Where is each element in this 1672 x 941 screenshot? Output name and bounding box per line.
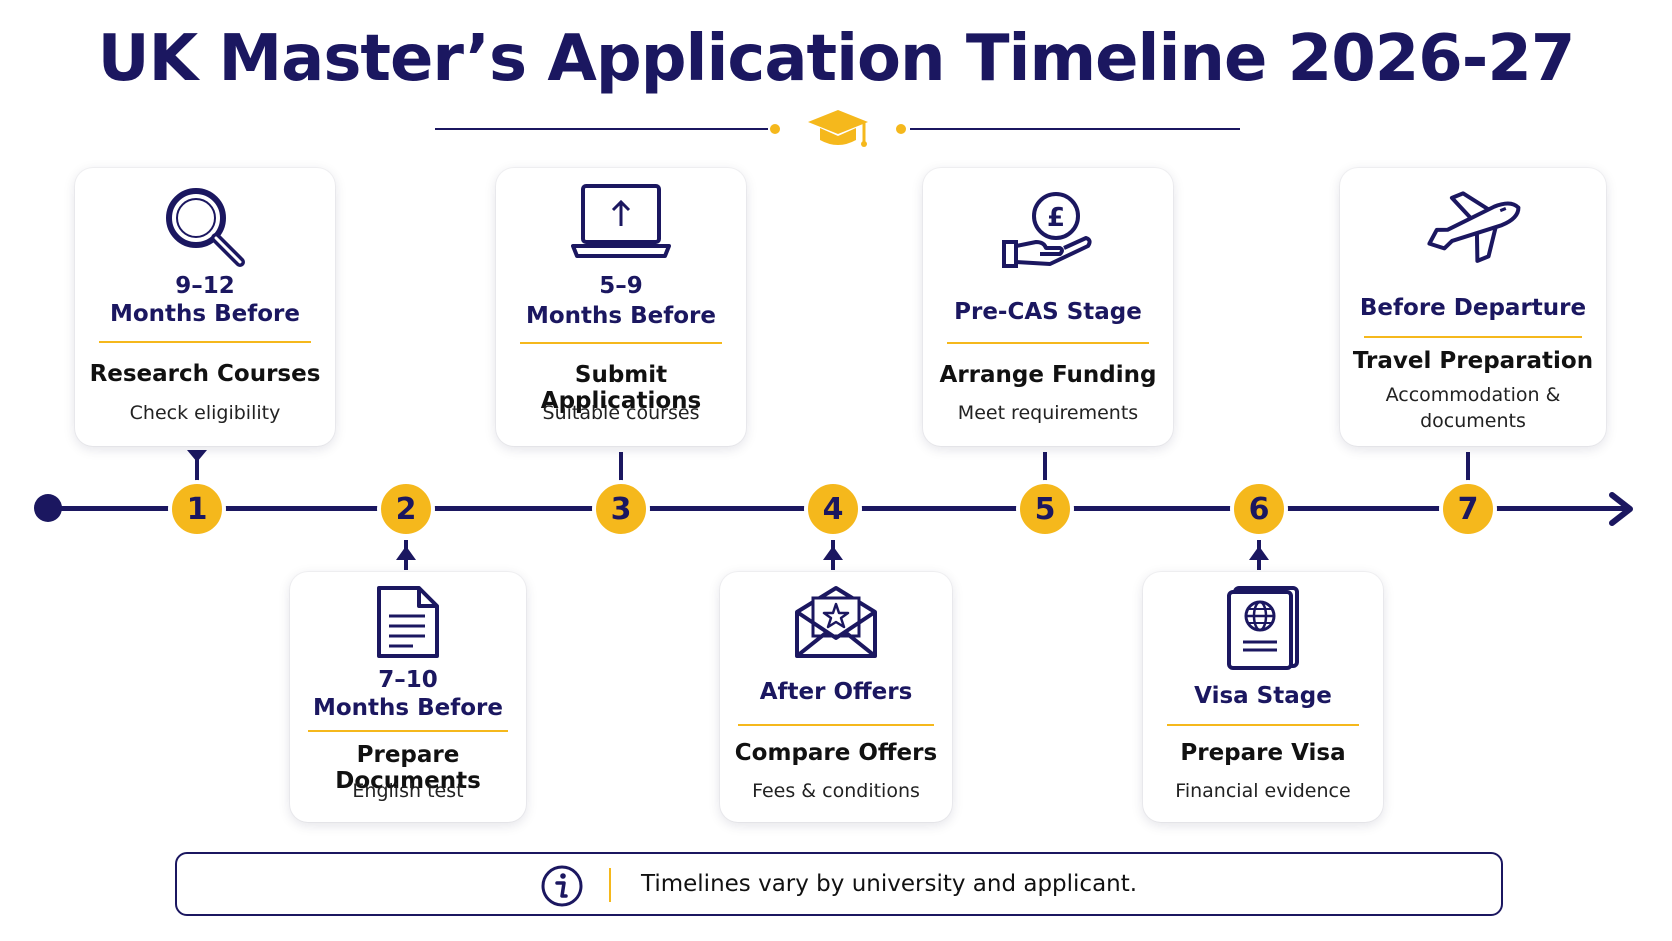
note-text: Timelines vary by university and applica…: [641, 871, 1138, 897]
step-rule-4: [738, 724, 934, 726]
step-node-6: 6: [1230, 480, 1288, 538]
step-rule-5: [947, 342, 1149, 344]
info-icon: [541, 865, 583, 907]
page-title: UK Master’s Application Timeline 2026-27: [97, 22, 1576, 96]
step-card-4: After Offers Compare Offers Fees & condi…: [720, 572, 952, 822]
step-card-6: Visa Stage Prepare Visa Financial eviden…: [1143, 572, 1383, 822]
laptop-upload-icon: [571, 184, 671, 258]
step-detail-2: English test: [352, 780, 464, 802]
connector-1: [195, 452, 199, 482]
connector-7: [1466, 452, 1470, 482]
step-rule-7: [1364, 336, 1582, 338]
step-when-7: Before Departure: [1359, 295, 1587, 321]
magnifier-icon: [166, 188, 245, 267]
step-rule-6: [1167, 724, 1359, 726]
document-icon: [377, 586, 439, 658]
connector-3: [619, 452, 623, 482]
connector-cap-1: [187, 450, 207, 462]
step-node-5: 5: [1016, 480, 1074, 538]
step-detail-7a: Accommodation &: [1385, 384, 1561, 406]
step-node-3: 3: [592, 480, 650, 538]
envelope-star-icon: [795, 586, 877, 658]
step-detail-1: Check eligibility: [129, 402, 281, 424]
step-detail-6: Financial evidence: [1175, 780, 1351, 802]
svg-text:£: £: [1047, 203, 1065, 233]
connector-cap-2: [396, 546, 416, 560]
step-detail-7b: documents: [1420, 410, 1526, 432]
pound-hand-icon: £: [1002, 192, 1092, 268]
step-when-5: Pre-CAS Stage: [954, 299, 1142, 325]
passport-icon: [1227, 586, 1299, 670]
note-separator: [609, 868, 611, 902]
step-task-5: Arrange Funding: [939, 362, 1157, 388]
step-card-2: 7–10 Months Before Prepare Documents Eng…: [290, 572, 526, 822]
step-node-1: 1: [168, 480, 226, 538]
note-box: Timelines vary by university and applica…: [175, 852, 1503, 916]
step-when-6: Visa Stage: [1194, 683, 1332, 709]
step-when-3b: Months Before: [525, 303, 716, 329]
connector-5: [1043, 452, 1047, 482]
step-task-4: Compare Offers: [734, 740, 938, 766]
step-task-2: Prepare Documents: [335, 742, 481, 794]
step-card-3: 5–9 Months Before Submit Applications Su…: [496, 168, 746, 446]
step-rule-3: [520, 342, 722, 344]
timeline-start-dot: [34, 494, 62, 522]
step-when-1a: 9–12: [175, 273, 235, 299]
step-rule-2: [308, 730, 508, 732]
step-detail-3: Suitable courses: [542, 402, 700, 424]
arrow-right-icon: [1609, 492, 1633, 526]
step-task-1: Research Courses: [89, 361, 321, 387]
step-task-3: Submit Applications: [540, 362, 702, 414]
step-task-6: Prepare Visa: [1180, 740, 1346, 766]
connector-cap-4: [823, 546, 843, 560]
step-detail-4: Fees & conditions: [752, 780, 920, 802]
step-when-4: After Offers: [759, 679, 913, 705]
step-card-5: £ Pre-CAS Stage Arrange Funding Meet req…: [923, 168, 1173, 446]
step-card-7: Before Departure Travel Preparation Acco…: [1340, 168, 1606, 446]
airplane-icon: [1427, 191, 1521, 263]
connector-cap-6: [1249, 546, 1269, 560]
step-detail-5: Meet requirements: [957, 402, 1139, 424]
step-when-3a: 5–9: [599, 273, 643, 299]
step-node-2: 2: [377, 480, 435, 538]
step-rule-1: [99, 341, 311, 343]
step-node-7: 7: [1439, 480, 1497, 538]
step-card-1: 9–12 Months Before Research Courses Chec…: [75, 168, 335, 446]
step-when-1b: Months Before: [109, 301, 300, 327]
step-task-7: Travel Preparation: [1352, 348, 1594, 374]
step-when-2a: 7–10: [378, 667, 438, 693]
graduation-cap-icon: [808, 110, 868, 147]
step-node-4: 4: [804, 480, 862, 538]
step-when-2b: Months Before: [312, 695, 503, 721]
